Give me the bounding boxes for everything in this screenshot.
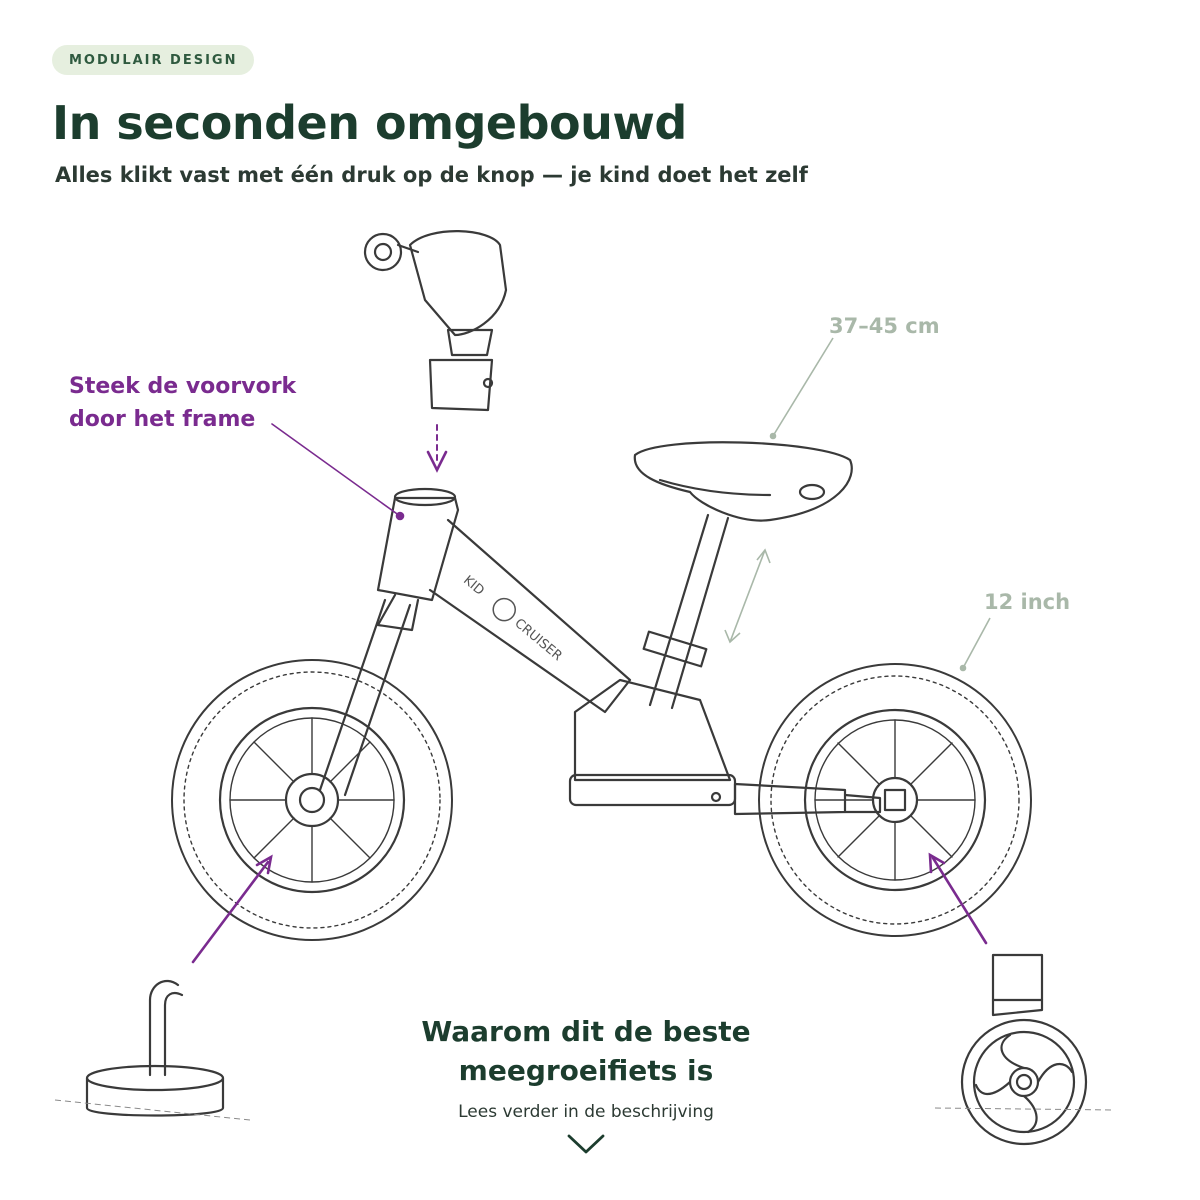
wheel-size-label: 12 inch [984, 590, 1071, 614]
cta-heading-line-2: meegroeifiets is [458, 1054, 714, 1087]
page-subtitle: Alles klikt vast met één druk op de knop… [55, 163, 808, 187]
rear-wheel [758, 663, 1032, 937]
arrow-front-wheel [191, 860, 270, 964]
read-more-section[interactable]: Waarom dit de beste meegroeifiets is Lee… [386, 1012, 786, 1122]
brand-logo: KID CRUISER [460, 573, 565, 664]
front-wheel [171, 659, 453, 941]
assembly-callout: Steek de voorvork door het frame [69, 370, 296, 436]
cta-heading: Waarom dit de beste meegroeifiets is [386, 1012, 786, 1090]
brand-word-2: CRUISER [511, 616, 564, 664]
page-title: In seconden omgebouwd [52, 96, 687, 150]
callout-leader [271, 423, 401, 517]
arrow-rear-wheel [931, 856, 988, 945]
callout-line-1: Steek de voorvork [69, 374, 297, 399]
insert-arrow [426, 450, 448, 473]
seat-height-label: 37–45 cm [829, 314, 940, 338]
training-wheel-left [85, 979, 225, 1117]
handlebar-stem [363, 230, 508, 412]
cta-subtext: Lees verder in de beschrijving [458, 1102, 714, 1122]
callout-line-2: door het frame [69, 407, 256, 432]
chevron-down-icon[interactable] [566, 1132, 606, 1156]
section-badge: MODULAIR DESIGN [52, 45, 255, 75]
training-wheel-right [960, 953, 1088, 1146]
brand-word-1: KID [460, 573, 487, 599]
cta-heading-line-1: Waarom dit de beste [421, 1015, 751, 1048]
wheel-size-leader [962, 617, 991, 669]
seat-height-leader [772, 337, 834, 437]
height-adjust-arrow [729, 549, 766, 643]
bike-frame [318, 441, 882, 816]
